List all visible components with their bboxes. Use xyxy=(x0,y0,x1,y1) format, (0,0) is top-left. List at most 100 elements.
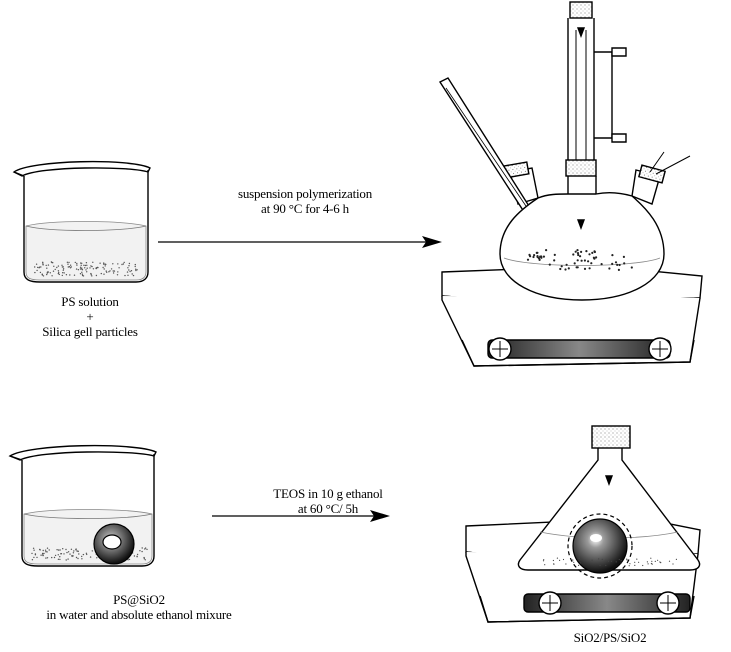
particle-dot xyxy=(91,550,94,552)
particle-dot xyxy=(616,263,619,266)
particle-dot xyxy=(626,558,628,560)
particle-dot xyxy=(593,250,596,253)
particle-dot xyxy=(85,269,87,271)
particle-dot xyxy=(559,559,561,562)
particle-dot xyxy=(50,261,53,263)
particle-dot xyxy=(528,253,531,256)
particle-dot xyxy=(70,548,73,550)
particle-dot xyxy=(51,275,53,277)
particle-dot xyxy=(63,553,65,555)
particle-dot xyxy=(91,265,93,268)
particle-dot xyxy=(57,554,59,556)
particle-dot xyxy=(61,264,63,266)
particle-dot xyxy=(110,268,113,270)
step2-product-label: SiO2/PS/SiO2 xyxy=(540,630,680,645)
particle-dot xyxy=(590,262,593,265)
particle-dot xyxy=(129,270,131,273)
particle-dot xyxy=(46,551,48,553)
particle-dot xyxy=(630,266,633,269)
particle-dot xyxy=(108,271,110,273)
particle-dot xyxy=(141,550,143,553)
particle-dot xyxy=(556,557,559,559)
particle-dot xyxy=(103,262,105,264)
particle-dot xyxy=(84,264,87,267)
particle-dot xyxy=(675,558,678,561)
particle-dot xyxy=(86,264,88,266)
particle-dot xyxy=(583,267,587,270)
particle-dot xyxy=(89,556,92,558)
particle-dot xyxy=(595,256,598,259)
particle-dot xyxy=(53,556,56,559)
particle-dot xyxy=(62,266,64,268)
particle-dot xyxy=(90,274,92,276)
particle-dot xyxy=(128,262,131,265)
particle-dot xyxy=(599,564,601,567)
particle-dot xyxy=(588,267,591,270)
particle-dot xyxy=(59,549,61,551)
particle-dot xyxy=(81,267,83,269)
particle-dot xyxy=(579,255,582,258)
step2-reagent-line1: PS@SiO2 xyxy=(113,592,165,607)
particle-dot xyxy=(56,549,58,551)
particle-dot xyxy=(40,266,42,268)
particle-dot xyxy=(576,252,580,255)
particle-dot xyxy=(49,272,51,274)
particle-dot xyxy=(58,271,60,274)
particle-dot xyxy=(144,548,146,550)
particle-dot xyxy=(580,558,582,560)
particle-dot xyxy=(553,253,556,256)
particle-dot xyxy=(63,272,65,274)
particle-dot xyxy=(62,268,65,270)
particle-dot xyxy=(104,265,106,267)
particle-dot xyxy=(46,267,48,269)
particle-dot xyxy=(81,271,83,273)
particle-dot xyxy=(68,261,70,264)
particle-dot xyxy=(112,270,114,272)
particle-dot xyxy=(74,261,77,264)
particle-dot xyxy=(131,273,133,275)
particle-dot xyxy=(67,551,70,553)
particle-dot xyxy=(70,266,73,268)
particle-dot xyxy=(89,267,91,269)
particle-dot xyxy=(69,274,71,276)
particle-dot xyxy=(86,267,88,269)
particle-dot xyxy=(116,274,119,276)
particle-dot xyxy=(573,262,576,265)
particle-dot xyxy=(45,557,47,559)
particle-dot xyxy=(607,560,610,562)
particle-dot xyxy=(67,558,69,560)
particle-dot xyxy=(654,560,656,563)
particle-dot xyxy=(73,274,76,276)
particle-dot xyxy=(53,265,55,267)
particle-dot xyxy=(78,553,80,555)
particle-dot xyxy=(54,554,57,557)
particle-dot xyxy=(124,274,126,277)
particle-dot xyxy=(542,255,546,258)
particle-dot xyxy=(95,274,98,277)
particle-dot xyxy=(103,273,105,275)
particle-dot xyxy=(90,265,92,267)
step1-reagent-plus: + xyxy=(86,309,94,324)
particle-dot xyxy=(59,556,61,558)
particle-dot xyxy=(103,268,105,270)
step2-product-text: SiO2/PS/SiO2 xyxy=(573,630,647,645)
particle-dot xyxy=(57,558,60,560)
particle-dot xyxy=(57,265,60,267)
particle-dot xyxy=(67,266,70,268)
particle-dot xyxy=(565,563,567,565)
particle-dot xyxy=(45,551,47,553)
particle-dot xyxy=(553,259,556,262)
particle-dot xyxy=(102,266,104,269)
particle-dot xyxy=(574,250,577,253)
step2-reagent-line2: in water and absolute ethanol mixure xyxy=(46,607,232,622)
particle-dot xyxy=(638,561,640,563)
particle-dot xyxy=(117,263,119,265)
particle-dot xyxy=(533,254,536,257)
particle-dot xyxy=(647,563,649,565)
particle-dot xyxy=(600,263,603,266)
particle-dot xyxy=(86,271,88,273)
particle-dot xyxy=(77,550,79,552)
particle-dot xyxy=(77,269,80,271)
